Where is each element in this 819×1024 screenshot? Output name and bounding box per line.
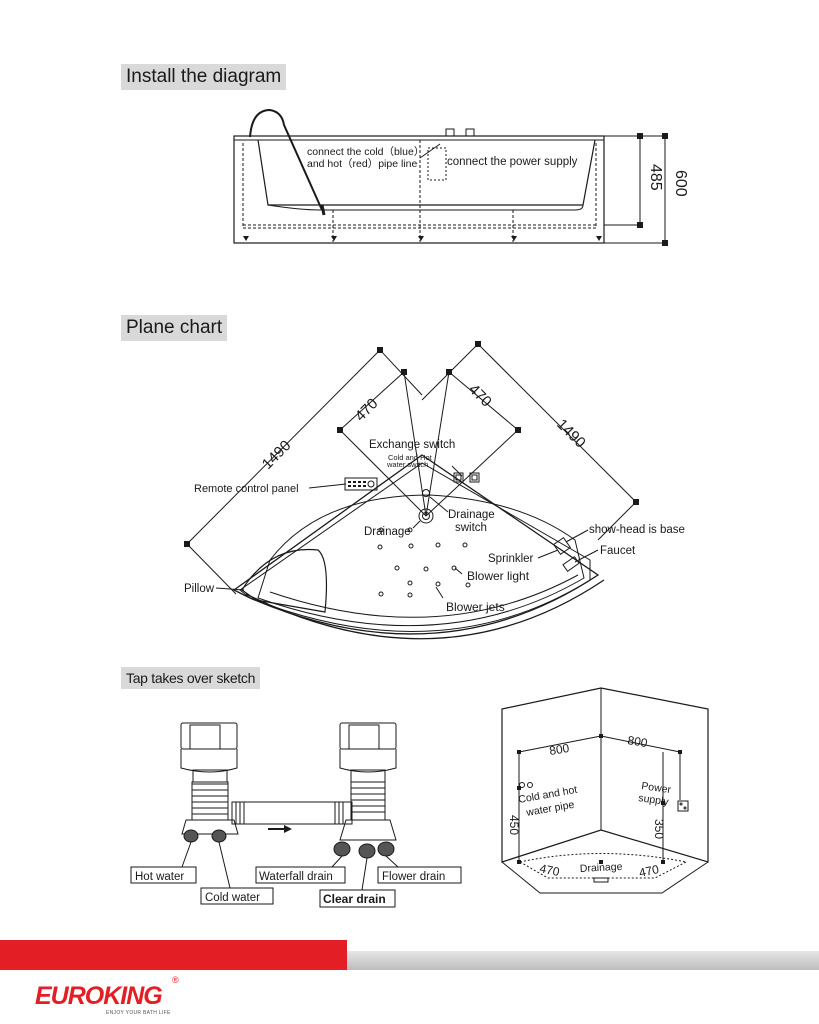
room-dim-470-left: 470 <box>538 861 561 879</box>
waterfall-drain-label: Waterfall drain <box>259 871 333 883</box>
drainage-switch-label-2: switch <box>455 522 487 534</box>
room-corner-drawing <box>501 687 709 894</box>
footer-red-band <box>0 940 347 970</box>
dim-1490-left: 1490 <box>259 437 295 473</box>
brand-logo: EUROKING <box>35 982 163 1010</box>
room-drainage-label: Drainage <box>580 861 623 875</box>
pillow-label: Pillow <box>184 583 215 595</box>
cold-hot-switch-label-1: Cold and Hot <box>388 453 433 462</box>
show-head-label: show-head is base <box>589 524 685 536</box>
drainage-label: Drainage <box>364 526 411 538</box>
dim-470-left: 470 <box>352 395 382 425</box>
remote-panel-label: Remote control panel <box>194 483 299 495</box>
flower-drain-label: Flower drain <box>382 871 445 883</box>
section-title-install: Install the diagram <box>121 64 287 90</box>
room-dim-800-left: 800 <box>548 741 570 758</box>
blower-light-label: Blower light <box>467 569 530 583</box>
plane-chart-drawing <box>184 341 639 640</box>
dim-1490-right: 1490 <box>553 416 589 452</box>
footer-grey-band <box>347 951 819 970</box>
dim-600: 600 <box>672 170 689 197</box>
cold-water-label: Cold water <box>205 892 260 904</box>
room-dim-350: 350 <box>652 819 666 839</box>
room-power-label-2: supply <box>638 792 670 808</box>
install-power-label: connect the power supply <box>447 156 578 168</box>
brand-tagline: ENJOY YOUR BATH LIFE <box>106 1010 171 1016</box>
install-elevation <box>233 108 668 246</box>
dim-470-right: 470 <box>465 381 495 411</box>
blower-jets-label: Blower jets <box>446 600 505 614</box>
room-power-label-1: Power <box>641 780 673 796</box>
room-dim-450: 450 <box>507 815 521 835</box>
section-title-plane: Plane chart <box>121 315 228 341</box>
faucet-label: Faucet <box>600 545 636 557</box>
tap-sketch-drawing <box>130 722 462 908</box>
exchange-switch-label: Exchange switch <box>369 439 455 451</box>
sprinkler-label: Sprinkler <box>488 553 534 565</box>
install-pipe-label-2: and hot（red）pipe line <box>307 158 417 170</box>
room-dim-470-right: 470 <box>638 862 661 880</box>
hot-water-label: Hot water <box>135 871 184 883</box>
cold-hot-switch-label-2: water switch <box>386 460 428 469</box>
dim-485: 485 <box>647 164 664 191</box>
section-title-tap: Tap takes over sketch <box>121 667 261 689</box>
registered-mark: ® <box>172 975 179 985</box>
install-pipe-label: connect the cold（blue） <box>307 146 424 158</box>
room-dim-800-right: 800 <box>627 733 649 750</box>
clear-drain-label: Clear drain <box>323 892 386 906</box>
drainage-switch-label-1: Drainage <box>448 509 495 521</box>
